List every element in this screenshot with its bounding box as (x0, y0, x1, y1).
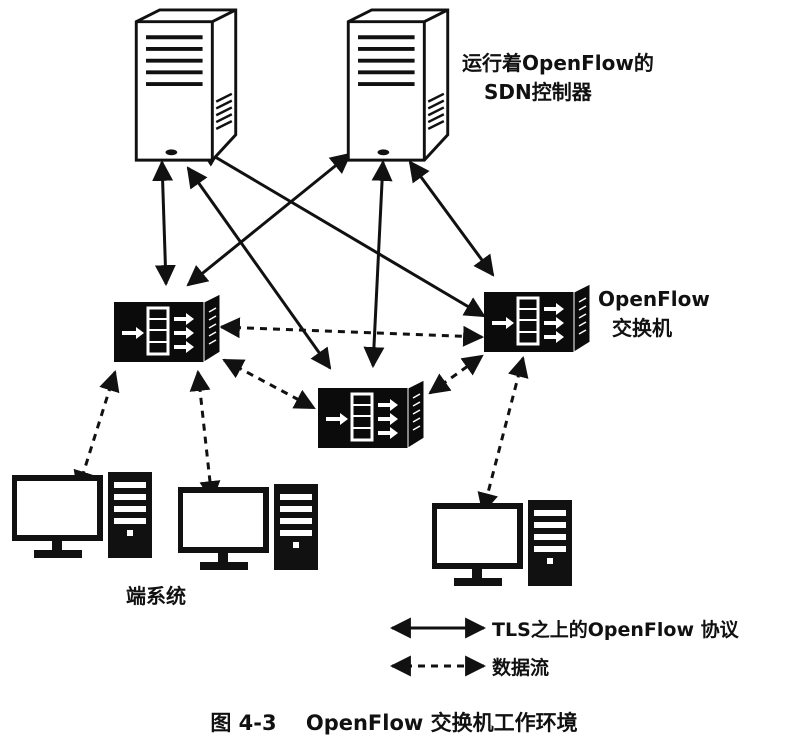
desktop-computer-icon (14, 472, 152, 558)
flow-link (477, 355, 529, 515)
controller-server-icon (134, 8, 238, 163)
controller-label-line2: SDN控制器 (484, 80, 593, 104)
flow-link (189, 369, 221, 503)
legend: TLS之上的OpenFlow 协议 数据流 (389, 617, 740, 679)
end-systems-label: 端系统 (126, 584, 186, 608)
ctrl-link (198, 146, 486, 318)
legend-dashed-label: 数据流 (492, 656, 549, 679)
openflow-switch-icon (482, 282, 592, 354)
openflow-switch-icon (316, 378, 426, 450)
controller-label-line1: 运行着OpenFlow的 (462, 51, 654, 75)
control-channels (152, 146, 495, 370)
figure-caption: 图 4-3 OpenFlow 交换机工作环境 (210, 711, 577, 735)
desktop-computer-icon (180, 484, 318, 570)
openflow-switch-icon (112, 292, 222, 364)
flow-link (218, 317, 485, 347)
ctrl-link (152, 159, 176, 287)
switch-label-line1: OpenFlow (598, 287, 710, 311)
switch-label-line2: 交换机 (612, 316, 672, 340)
desktop-computer-icon (434, 500, 572, 586)
legend-solid-label: TLS之上的OpenFlow 协议 (492, 618, 740, 641)
data-flows (73, 317, 529, 515)
controller-server-icon (346, 8, 450, 163)
flow-link (428, 354, 484, 395)
ctrl-link (408, 160, 495, 277)
ctrl-link (186, 152, 352, 287)
ctrl-link (363, 159, 393, 369)
flow-link (222, 358, 316, 410)
